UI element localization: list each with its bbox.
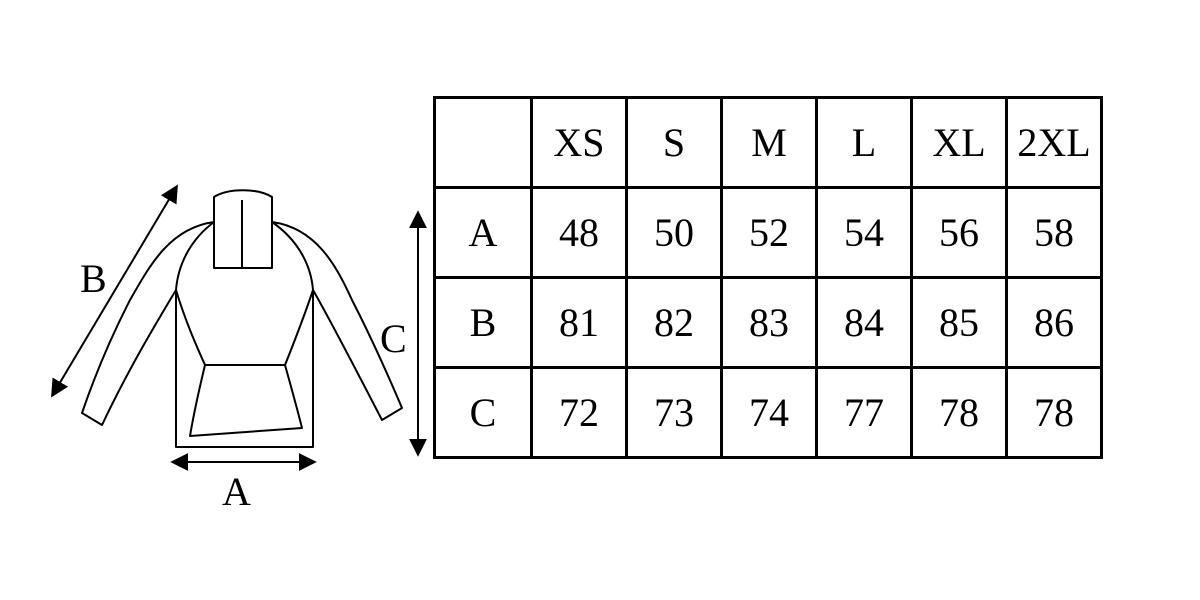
table-cell: 84 (815, 276, 913, 369)
size-header-m: M (720, 96, 818, 189)
table-cell: 78 (910, 366, 1008, 459)
front-panel-seam (175, 289, 314, 366)
table-cell: 86 (1005, 276, 1103, 369)
table-cell: 77 (815, 366, 913, 459)
hoodie-body (175, 221, 314, 448)
table-cell: 56 (910, 186, 1008, 279)
table-cell: 83 (720, 276, 818, 369)
dimension-label-a: A (222, 469, 251, 514)
table-cell: 52 (720, 186, 818, 279)
right-sleeve (271, 221, 403, 421)
row-label-c: C (433, 366, 533, 459)
dimension-label-b: B (80, 256, 107, 301)
size-header-2xl: 2XL (1005, 96, 1103, 189)
table-cell: 50 (625, 186, 723, 279)
dimension-arrow-b (51, 184, 178, 398)
dimension-label-c: C (380, 316, 407, 361)
table-cell: 48 (530, 186, 628, 279)
size-header-xl: XL (910, 96, 1008, 189)
table-cell: 78 (1005, 366, 1103, 459)
table-cell: 81 (530, 276, 628, 369)
size-chart-table: XS S M L XL 2XL A 48 50 52 54 56 58 B 81… (433, 96, 1103, 459)
table-cell: 54 (815, 186, 913, 279)
row-label-a: A (433, 186, 533, 279)
hoodie-outline (81, 189, 403, 448)
table-cell: 82 (625, 276, 723, 369)
table-cell: 74 (720, 366, 818, 459)
left-sleeve (81, 221, 215, 426)
size-header-l: L (815, 96, 913, 189)
hoodie-collar (213, 189, 273, 269)
table-row: C 72 73 74 77 78 78 (433, 366, 1103, 459)
kangaroo-pocket (189, 364, 303, 437)
table-cell: 85 (910, 276, 1008, 369)
table-cell: 72 (530, 366, 628, 459)
table-row: B 81 82 83 84 85 86 (433, 276, 1103, 369)
size-header-row: XS S M L XL 2XL (433, 96, 1103, 189)
table-cell: 73 (625, 366, 723, 459)
size-header-s: S (625, 96, 723, 189)
size-header-xs: XS (530, 96, 628, 189)
row-label-b: B (433, 276, 533, 369)
table-corner-cell (433, 96, 533, 189)
table-cell: 58 (1005, 186, 1103, 279)
table-row: A 48 50 52 54 56 58 (433, 186, 1103, 279)
